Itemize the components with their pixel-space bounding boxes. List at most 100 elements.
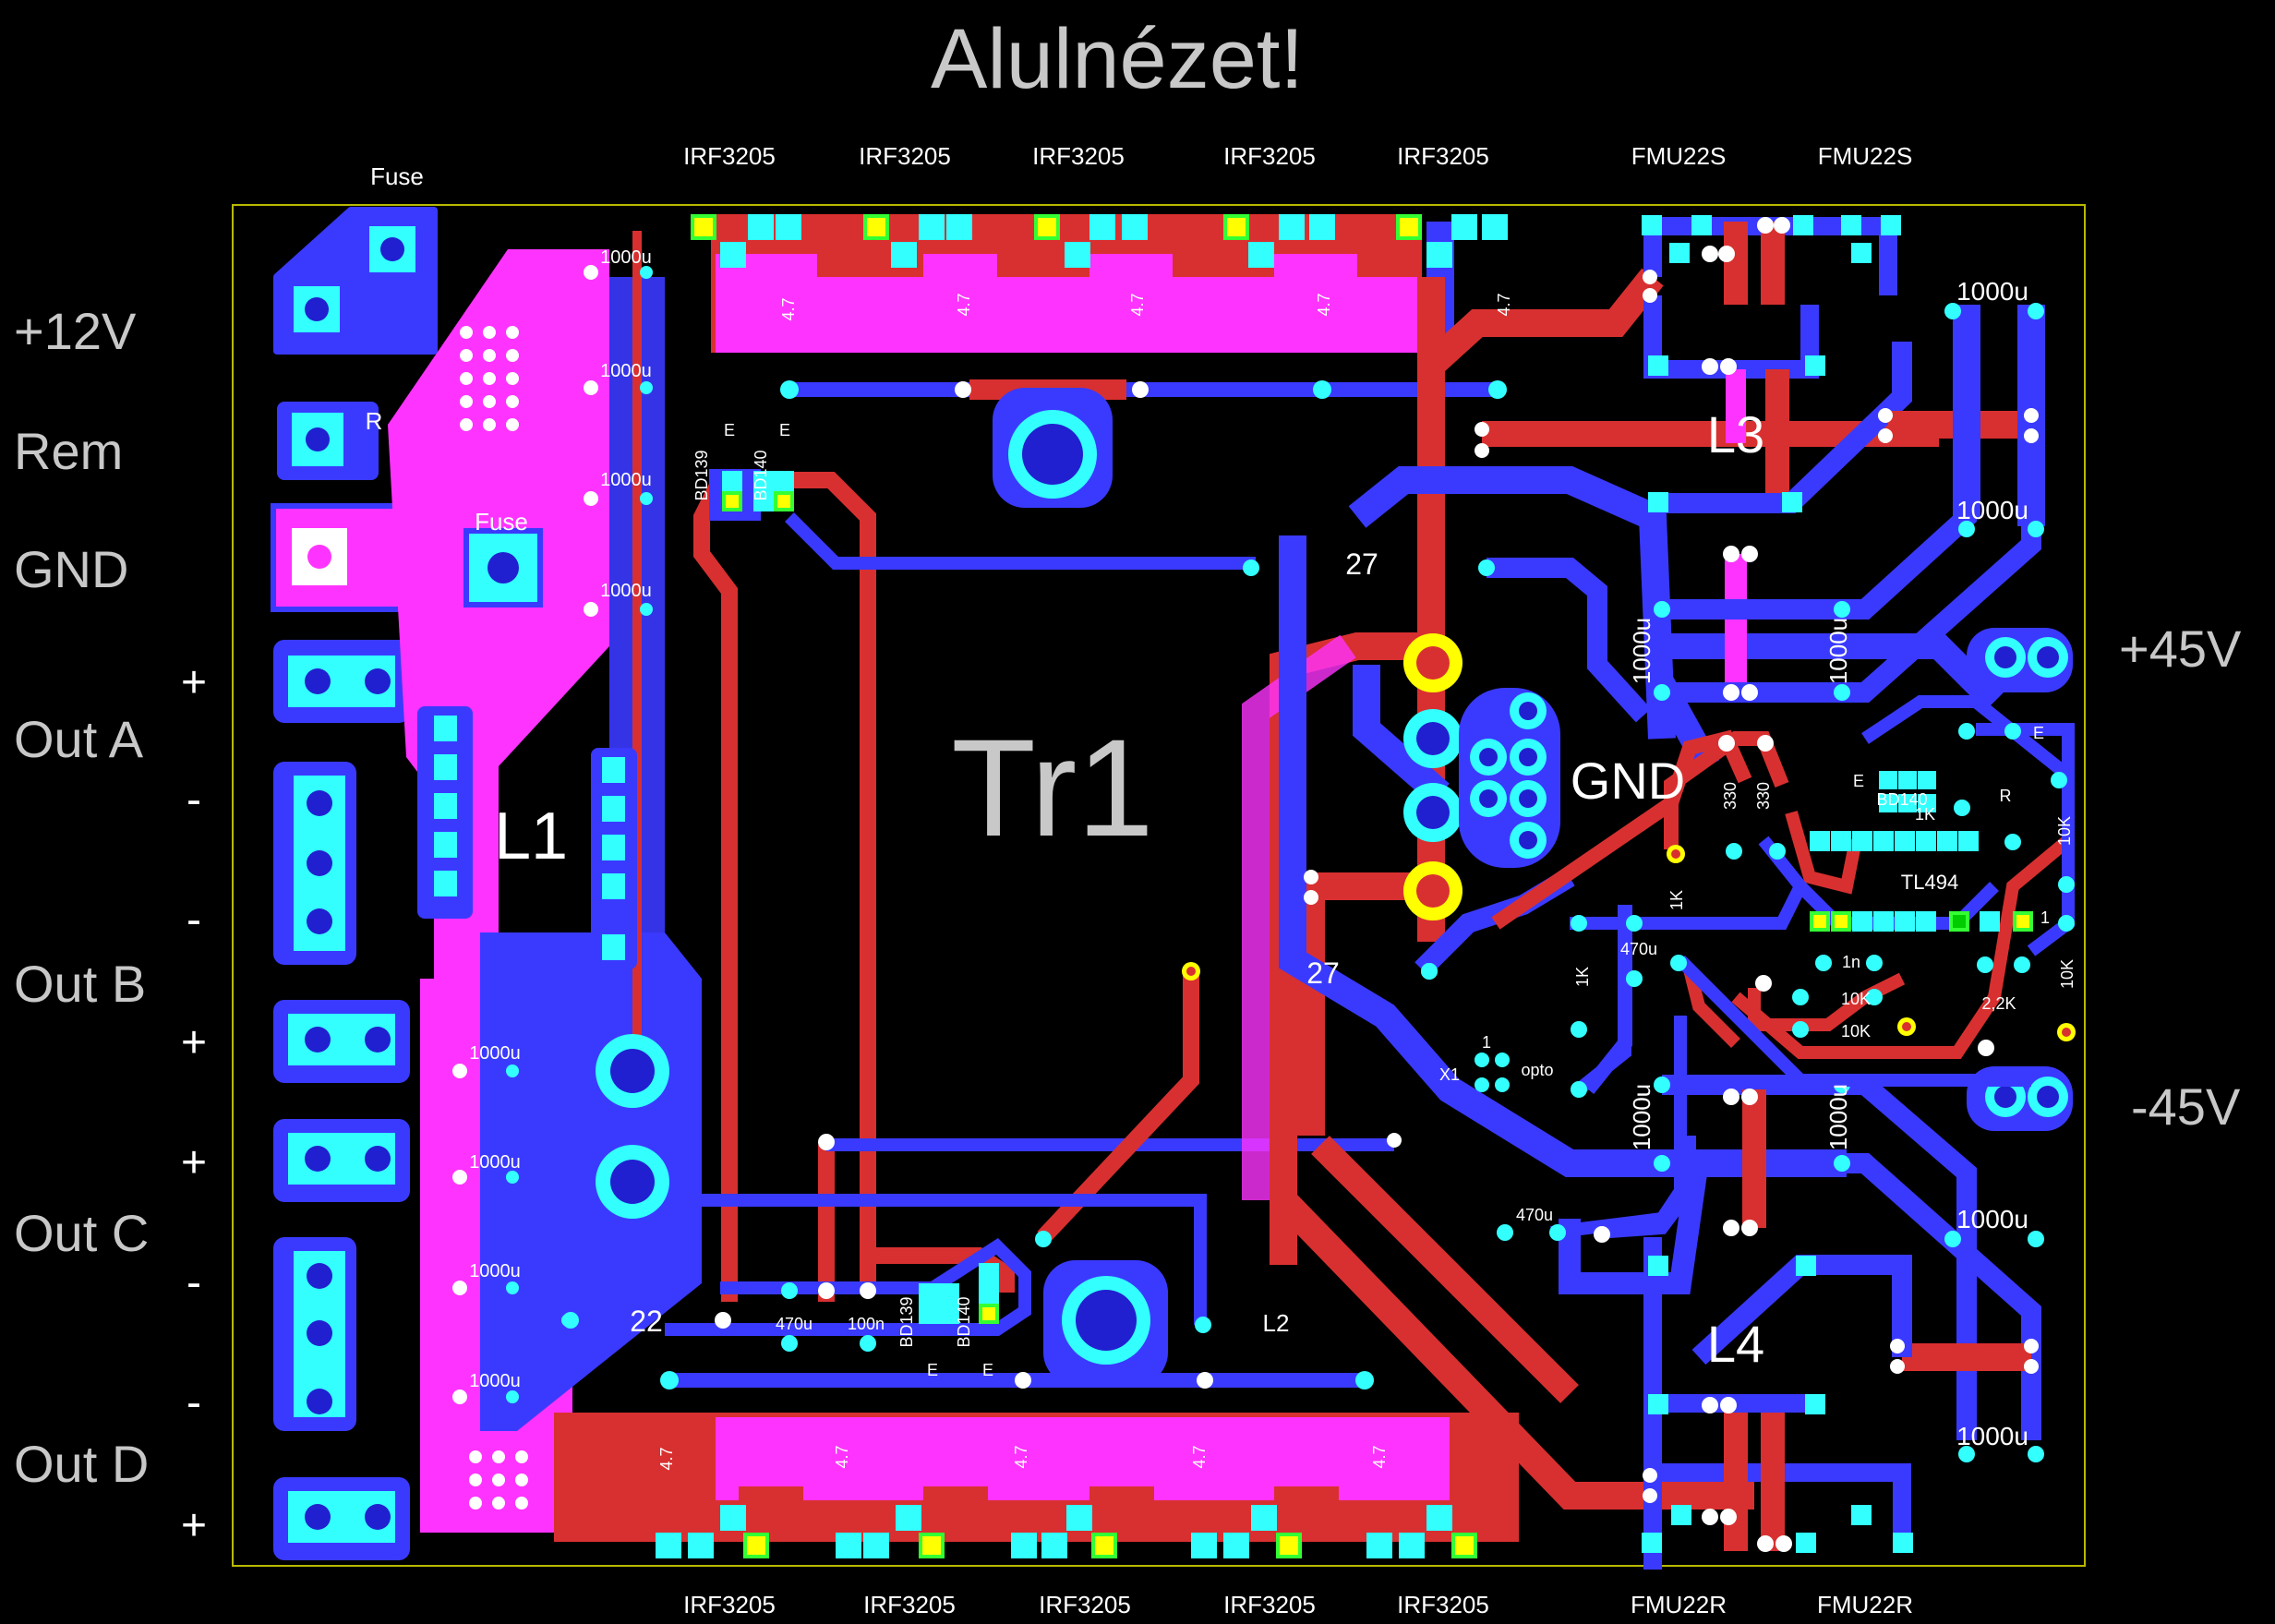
emitter-label: E	[724, 421, 735, 439]
fet-label-bottom: IRF3205	[1397, 1591, 1489, 1618]
label-out-d: Out D	[14, 1435, 149, 1493]
cap-label: 1000u	[1956, 277, 2028, 306]
inductor-l2-label: L2	[1263, 1309, 1290, 1337]
control-traces	[1491, 695, 2075, 1239]
fet-label-top: IRF3205	[683, 142, 776, 170]
cap-label: 1000u	[1956, 496, 2028, 524]
small-part-label: 1	[2040, 908, 2050, 927]
small-part-label: 470u	[776, 1315, 812, 1333]
emitter-label: E	[927, 1361, 938, 1379]
small-part-label: X1	[1439, 1065, 1460, 1084]
label-plus12v: +12V	[14, 302, 137, 360]
gate-res-label: 4.7	[779, 297, 798, 320]
small-part-label: 10K	[1841, 990, 1871, 1008]
cap-label: 1000u	[469, 1043, 521, 1064]
gate-res-label: 4.7	[1128, 293, 1147, 316]
gate-res-label: 4.7	[657, 1447, 676, 1470]
board-label-tr1: Tr1	[951, 710, 1153, 865]
small-part-label: 10K	[2058, 959, 2076, 989]
fet-label-top: IRF3205	[1223, 142, 1316, 170]
cap-label: 1000u	[469, 1261, 521, 1281]
cap-label: 1000u	[469, 1371, 521, 1391]
small-part-label: 1K	[1667, 890, 1686, 910]
fet-label-bottom: IRF3205	[1223, 1591, 1316, 1618]
l1-region	[388, 231, 702, 1533]
gate-res-label: 4.7	[833, 1445, 851, 1468]
diode-label-top: FMU22S	[1818, 142, 1913, 170]
cap-label: 1000u	[600, 361, 652, 381]
resistor-27b: 27	[1306, 956, 1340, 990]
inductor-l4-label: L4	[1707, 1315, 1764, 1373]
small-part-label: 100n	[848, 1315, 885, 1333]
cap-label: 1000u	[1956, 1422, 2028, 1450]
transistor-bd140-label: BD140	[752, 450, 770, 500]
cap-label: 1000u	[1824, 618, 1852, 684]
left-side-labels: +12V Rem GND Out A Out B Out C Out D + -…	[14, 302, 207, 1550]
polarity-sign: -	[187, 896, 201, 944]
cap-label: 1000u	[600, 247, 652, 268]
label-rem: Rem	[14, 422, 123, 480]
inductor-l3-label: L3	[1707, 405, 1764, 463]
polarity-sign: +	[181, 658, 207, 707]
polarity-sign: -	[187, 1378, 201, 1427]
fuse-label-inner: Fuse	[475, 508, 528, 535]
fet-label-bottom: IRF3205	[863, 1591, 956, 1618]
label-out-a: Out A	[14, 710, 144, 768]
polarity-sign: -	[187, 776, 201, 824]
polarity-sign: -	[187, 1258, 201, 1307]
gate-res-label: 4.7	[1370, 1445, 1389, 1468]
small-part-label: 1	[1482, 1033, 1491, 1052]
diode-label-bottom: FMU22R	[1631, 1591, 1727, 1618]
gate-res-label: 4.7	[1190, 1445, 1209, 1468]
small-part-label: 1K	[1573, 967, 1592, 987]
cap-label: 1000u	[1628, 618, 1655, 684]
small-part-label: 330	[1754, 782, 1773, 810]
transformer-pads	[1304, 422, 1560, 1148]
label-gnd: GND	[14, 540, 128, 598]
gnd-label: GND	[1571, 752, 1685, 810]
transistor-bd140-label: BD140	[955, 1296, 973, 1347]
emitter-label: E	[2033, 724, 2044, 742]
fet-label-top: IRF3205	[1032, 142, 1125, 170]
fet-label-bottom: IRF3205	[683, 1591, 776, 1618]
cap-label: 1000u	[1956, 1205, 2028, 1233]
inductor-l1-label: L1	[494, 800, 568, 873]
component-labels: Tr1 Fuse Fuse R L1 L3 L4 L2 GND 27 27 22…	[366, 142, 2076, 1618]
label-out-c: Out C	[14, 1204, 149, 1262]
small-part-label: 330	[1721, 782, 1739, 810]
resistor-27a: 27	[1345, 547, 1378, 581]
control-pads	[1421, 723, 2076, 1243]
transistor-bd139-label: BD139	[897, 1296, 916, 1347]
page-title: Alulnézet!	[931, 12, 1304, 106]
left-connector-block	[271, 207, 446, 1560]
label-out-b: Out B	[14, 955, 146, 1013]
emitter-label: E	[1853, 772, 1864, 790]
small-part-label: 2,2K	[1981, 994, 2016, 1013]
board-outline	[232, 204, 2086, 1567]
fet-label-top: IRF3205	[1397, 142, 1489, 170]
r-label: R	[366, 407, 383, 435]
fuse-label-top: Fuse	[370, 162, 424, 190]
diode-label-top: FMU22S	[1631, 142, 1727, 170]
bottom-fet-bank	[554, 1260, 1519, 1558]
fet-label-bottom: IRF3205	[1039, 1591, 1131, 1618]
small-part-label: 1K	[1915, 805, 1935, 824]
gate-res-label: 4.7	[1495, 293, 1513, 316]
polarity-sign: +	[181, 1018, 207, 1067]
small-part-label: 470u	[1620, 940, 1657, 958]
label-plus45v: +45V	[2119, 620, 2242, 678]
polarity-sign: +	[181, 1501, 207, 1550]
driver-traces	[665, 472, 1394, 1336]
small-part-label: 1n	[1842, 953, 1860, 971]
small-part-label: 10K	[1841, 1022, 1871, 1041]
small-part-label: opto	[1521, 1061, 1553, 1079]
resistor-22: 22	[630, 1305, 663, 1338]
diode-label-bottom: FMU22R	[1817, 1591, 1913, 1618]
transistor-bd139-label: BD139	[692, 450, 711, 500]
right-side-labels: +45V -45V	[2119, 620, 2242, 1136]
gate-res-label: 4.7	[955, 293, 973, 316]
cap-label: 1000u	[1824, 1084, 1852, 1150]
small-part-label: 470u	[1516, 1206, 1553, 1224]
ic-tl494-label: TL494	[1901, 871, 1958, 894]
